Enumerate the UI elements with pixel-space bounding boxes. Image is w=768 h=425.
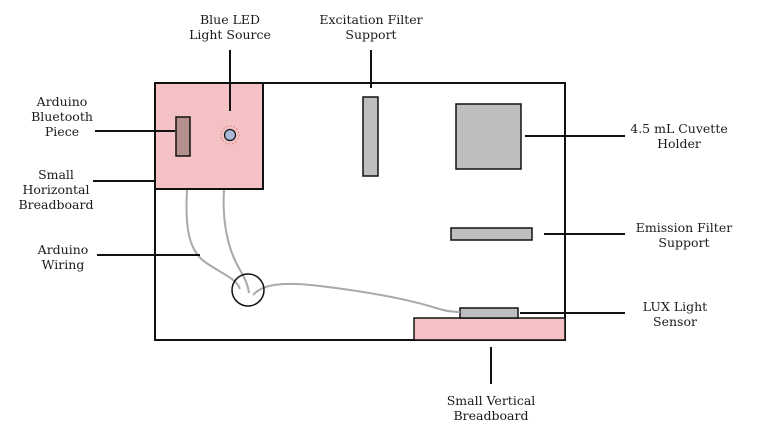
label-arduino-wiring: Arduino Wiring (37, 242, 89, 272)
cuvette-holder (455, 103, 522, 170)
blue-led-light-source (220, 125, 240, 145)
small-horizontal-breadboard (154, 82, 264, 190)
arduino-wiring (185, 189, 461, 313)
label-small-vertical-breadboard: Small Vertical Breadboard (446, 393, 536, 423)
label-lux-sensor: LUX Light Sensor (642, 299, 708, 329)
arduino-bluetooth-piece (175, 116, 191, 157)
leader-lines (93, 50, 625, 384)
label-arduino-bluetooth: Arduino Bluetooth Piece (31, 94, 93, 139)
lux-light-sensor (459, 307, 519, 319)
excitation-filter-support (362, 96, 379, 177)
label-cuvette-holder: 4.5 mL Cuvette Holder (630, 121, 728, 151)
wiring-junction (231, 273, 265, 307)
label-emission-filter: Emission Filter Support (635, 220, 733, 250)
small-vertical-breadboard (413, 317, 566, 341)
label-small-horizontal-breadboard: Small Horizontal Breadboard (18, 167, 94, 212)
emission-filter-support (450, 227, 533, 241)
label-blue-led: Blue LED Light Source (189, 12, 271, 42)
label-excitation-filter: Excitation Filter Support (319, 12, 423, 42)
